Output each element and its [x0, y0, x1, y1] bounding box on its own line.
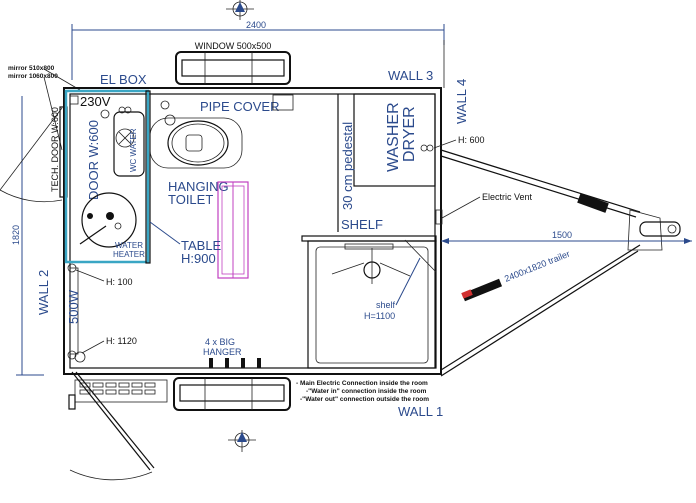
washer-label: WASHER — [385, 102, 402, 172]
wall-4-label: WALL 4 — [454, 79, 469, 124]
hanging-toilet: HANGING TOILET — [149, 100, 243, 207]
note-2: -"Water in" connection inside the room — [306, 388, 427, 395]
wc-water-tank: WC WATER — [100, 106, 145, 177]
width-label: 2400 — [246, 20, 266, 30]
section-marker-top — [226, 0, 254, 20]
toilet-label-2: TOILET — [168, 192, 213, 207]
window-bottom — [173, 377, 291, 411]
tongue-length-label: 1500 — [552, 230, 572, 240]
hanger-label-2: HANGER — [203, 347, 242, 357]
h100-label: H: 100 — [106, 277, 133, 287]
h600-label: H: 600 — [458, 135, 485, 145]
trailer-tongue: 1500 2400x1820 trailer — [440, 149, 692, 377]
wall-3-label: WALL 3 — [388, 68, 433, 83]
water-heater-label-2: HEATER — [113, 250, 145, 259]
shelf-label: SHELF — [341, 217, 383, 232]
note-1: - Main Electric Connection inside the ro… — [296, 380, 428, 387]
table-label-2: H:900 — [181, 251, 216, 266]
water-heater-label-1: WATER — [115, 241, 143, 250]
bathroom-outline — [64, 89, 150, 264]
room-walls — [63, 87, 442, 375]
wc-water-label: WC WATER — [129, 128, 138, 172]
height-label: 1820 — [11, 225, 21, 245]
section-marker-bottom — [228, 430, 256, 452]
shelf-height-label: H=1100 — [364, 311, 395, 321]
electric-vent-label: Electric Vent — [482, 192, 533, 202]
dryer-label: DRYER — [401, 106, 418, 162]
trailer-label: 2400x1820 trailer — [503, 249, 571, 284]
wall-2-label: WALL 2 — [36, 270, 51, 315]
dimension-width: 2400 — [71, 20, 445, 80]
shower-shelf: shelf H=1100 — [301, 235, 437, 369]
table-label-1: TABLE — [181, 238, 222, 253]
voltage-label: 230V — [80, 94, 111, 109]
dimension-height: 1820 — [11, 96, 44, 376]
door-label: DOOR W:600 — [86, 120, 101, 200]
radiator: 500W H: 100 H: 1120 — [66, 263, 137, 363]
radiator-label: 500W — [66, 289, 81, 324]
tech-door: TECH. DOOR W:600 — [0, 106, 68, 203]
washer-dryer-pedestal: 30 cm pedestal WASHER DRYER SHELF — [337, 93, 436, 232]
tech-door-label: TECH. DOOR W:600 — [50, 107, 60, 192]
shelf-small-label: shelf — [376, 300, 396, 310]
wall-1-label: WALL 1 — [398, 404, 443, 419]
pipe-cover-label: PIPE COVER — [200, 99, 279, 114]
hanger-label-1: 4 x BIG — [205, 337, 235, 347]
mirror-note-1: mirror 510x800 — [8, 65, 55, 72]
connection-notes: - Main Electric Connection inside the ro… — [296, 380, 429, 403]
mirror-note-2: mirror 1060x800 — [8, 73, 58, 80]
entrance-door — [68, 371, 155, 481]
table: TABLE H:900 — [149, 181, 249, 279]
note-3: -"Water out" connection outside the room — [300, 396, 429, 403]
el-box-label: EL BOX — [100, 72, 147, 87]
h1120-label: H: 1120 — [106, 336, 137, 346]
hangers: 4 x BIG HANGER — [203, 337, 261, 368]
toilet-label-1: HANGING — [168, 179, 229, 194]
window-top: WINDOW 500x500 — [175, 41, 291, 85]
water-heater: WATER HEATER — [79, 192, 145, 259]
vent-grille — [74, 379, 168, 403]
pedestal-label: 30 cm pedestal — [340, 122, 355, 210]
window-label: WINDOW 500x500 — [195, 41, 272, 51]
